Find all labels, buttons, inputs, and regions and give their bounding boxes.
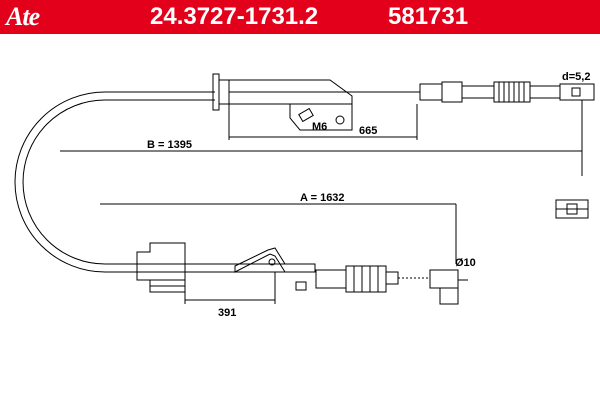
label-a: A = 1632 (300, 192, 345, 204)
bolt-hole (335, 115, 345, 125)
header-bar: Ate 24.3727-1731.2 581731 (0, 0, 600, 34)
bottom-end-fitting (136, 242, 468, 305)
label-391: 391 (218, 307, 236, 319)
label-b: B = 1395 (147, 139, 192, 151)
cable-inner (22, 99, 315, 265)
side-detail (555, 199, 589, 219)
label-d: d=5,2 (562, 71, 590, 83)
label-665: 665 (359, 125, 377, 137)
short-number: 581731 (388, 3, 469, 30)
brand-logo: Ate (6, 2, 40, 31)
label-dia: Ø10 (455, 257, 476, 269)
cable-outer (14, 91, 315, 273)
label-m6: M6 (312, 121, 327, 133)
bolt-head (298, 107, 314, 123)
top-end-fitting (212, 73, 595, 131)
part-number: 24.3727-1731.2 (150, 3, 319, 30)
